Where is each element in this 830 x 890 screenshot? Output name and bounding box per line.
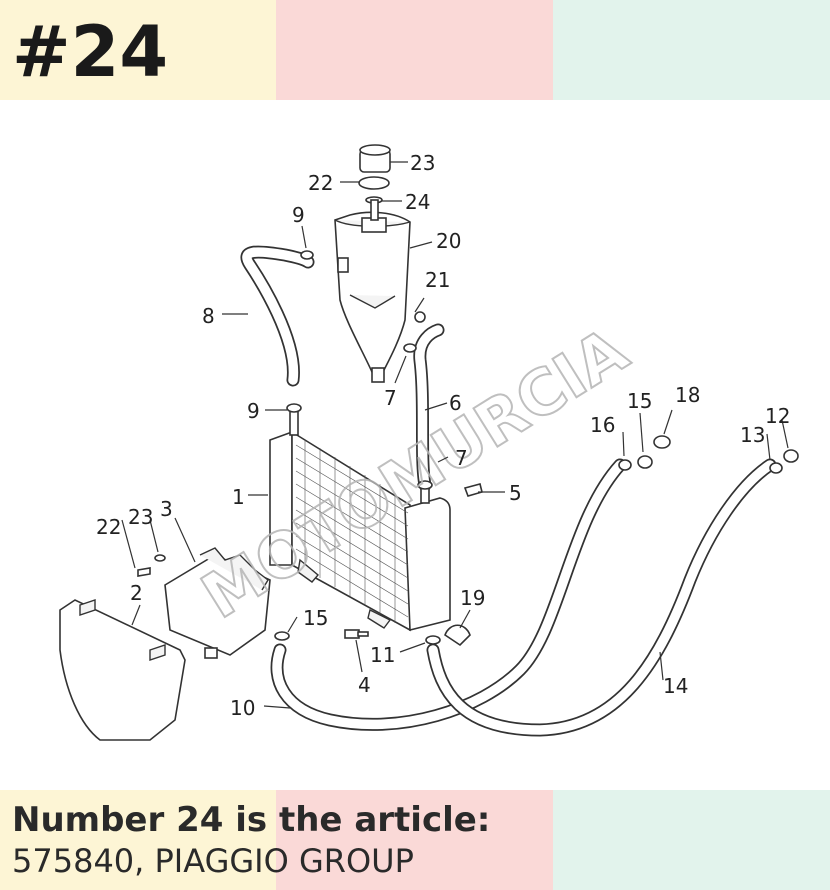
clip-11 — [425, 635, 441, 645]
exploded-parts-diagram: MOTOMURCIA 23 22 24 9 — [59, 144, 799, 741]
bottom-color-band — [0, 790, 830, 890]
screw-4 — [344, 629, 369, 639]
part-number-heading: #24 — [12, 11, 169, 93]
leader-lines — [121, 161, 789, 709]
callout-22-top: 22 — [308, 171, 333, 195]
washer-22-left — [154, 554, 166, 562]
clip-15-lower — [274, 631, 290, 641]
screw-21 — [137, 567, 151, 577]
callout-12: 12 — [765, 404, 790, 428]
callout-22-left: 23 — [128, 505, 153, 529]
caption-title: Number 24 is the article: — [12, 800, 491, 840]
clip-7-lower — [417, 480, 433, 490]
clip-9-upper — [300, 250, 314, 260]
hose-8 — [240, 245, 315, 387]
callout-15-lower: 15 — [303, 606, 328, 630]
hose-14 — [426, 458, 777, 737]
callout-9-top: 9 — [292, 203, 305, 227]
clip-5 — [463, 483, 483, 497]
callout-24: 24 — [405, 190, 430, 214]
band-yellow — [0, 0, 276, 100]
callout-19: 20 — [436, 229, 461, 253]
callout-4: 4 — [358, 673, 371, 697]
callout-16: 16 — [590, 413, 615, 437]
callout-3: 3 — [160, 497, 173, 521]
callout-7-top: 7 — [384, 386, 397, 410]
callout-6: 6 — [449, 391, 462, 415]
callout-17: 19 — [460, 586, 485, 610]
callout-5: 5 — [509, 481, 522, 505]
hose-6 — [413, 323, 445, 492]
callout-14: 14 — [663, 674, 688, 698]
callout-2: 2 — [130, 581, 143, 605]
filter-24 — [365, 196, 383, 221]
band-mint — [553, 0, 830, 100]
bracket-3 — [164, 547, 271, 659]
callout-1: 1 — [232, 485, 245, 509]
clamp-15-upper — [637, 455, 653, 469]
callout-9-lower: 9 — [247, 399, 260, 423]
expansion-tank-19 — [334, 211, 411, 383]
hose-10 — [270, 458, 627, 731]
callout-11: 11 — [370, 643, 395, 667]
cover-2 — [59, 599, 186, 741]
clamp-12 — [783, 449, 799, 463]
caption-article: 575840, PIAGGIO GROUP — [12, 842, 414, 880]
callout-15-top: 15 — [627, 389, 652, 413]
callout-18: 18 — [675, 383, 700, 407]
clamp-17 — [444, 624, 471, 647]
clamp-18 — [653, 435, 671, 449]
ring-13 — [769, 462, 783, 474]
callout-8: 8 — [202, 304, 215, 328]
top-color-band — [0, 0, 830, 100]
radiator-1 — [269, 409, 451, 632]
band-pink — [276, 0, 553, 100]
tank-cap-23 — [359, 144, 391, 173]
band-pink — [276, 790, 553, 890]
band-yellow — [0, 790, 276, 890]
clip-7-upper — [403, 343, 417, 353]
callout-23: 23 — [410, 151, 435, 175]
callout-13: 13 — [740, 423, 765, 447]
band-mint — [553, 790, 830, 890]
clip-9-lower — [286, 403, 302, 413]
ring-16 — [618, 459, 632, 471]
callout-labels: 23 22 24 9 20 21 8 7 9 6 7 1 5 16 15 18 … — [96, 151, 790, 720]
callout-7-lower: 7 — [455, 446, 468, 470]
callout-20: 21 — [425, 268, 450, 292]
gasket-22-top — [358, 176, 390, 190]
callout-21: 22 — [96, 515, 121, 539]
callout-10: 10 — [230, 696, 255, 720]
screw-20 — [414, 311, 426, 323]
